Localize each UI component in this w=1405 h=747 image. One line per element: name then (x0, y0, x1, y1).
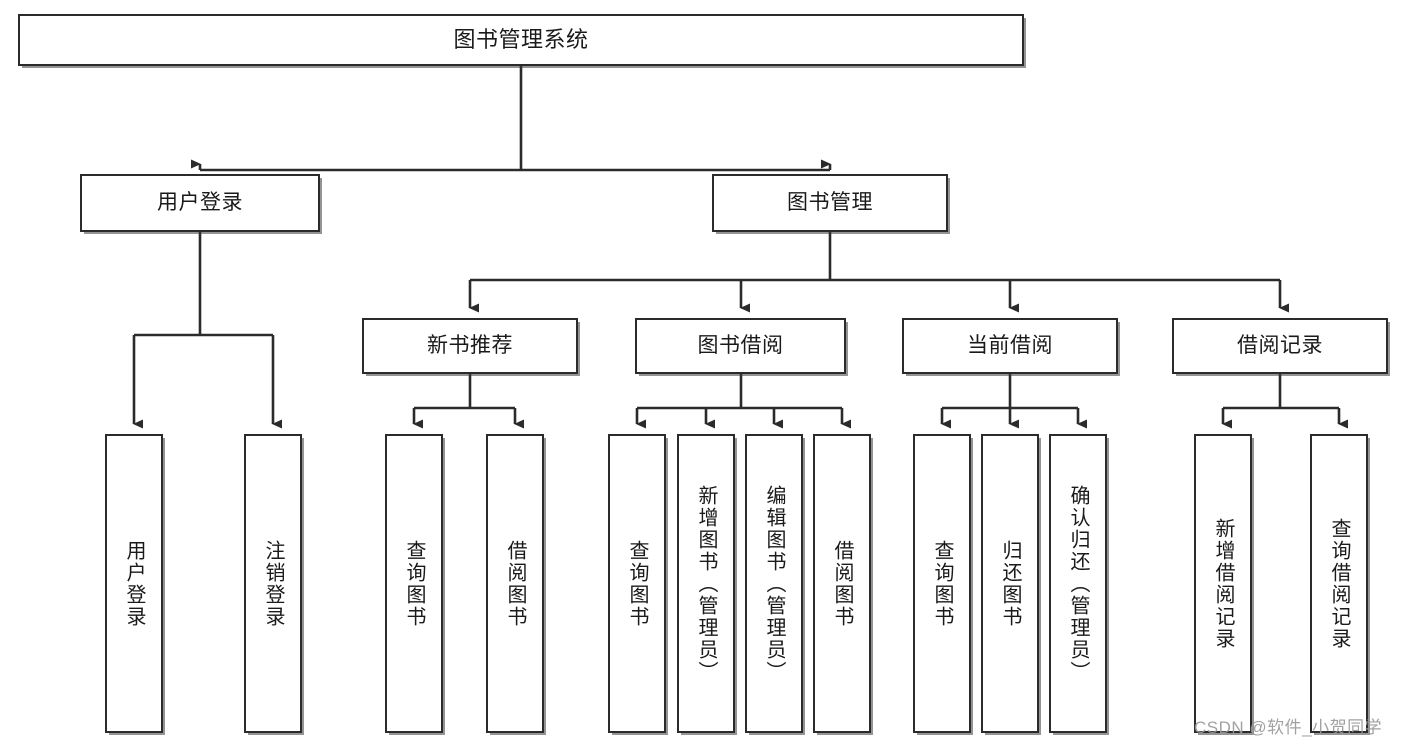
node-current-borrowing[interactable]: 当前借阅 (902, 318, 1118, 374)
node-root[interactable]: 图书管理系统 (18, 14, 1024, 66)
leaf-newbook-query-books-label: 查询图书 (403, 539, 425, 628)
node-new-book-recommendation-label: 新书推荐 (427, 333, 513, 357)
leaf-borrow-query-books-label: 查询图书 (626, 539, 648, 628)
leaf-borrow-edit-book-admin-label: 编辑图书（管理员） (763, 484, 785, 683)
leaf-borrow-borrow-books[interactable]: 借阅图书 (813, 434, 871, 733)
leaf-record-query-record[interactable]: 查询借阅记录 (1310, 434, 1368, 733)
leaf-user-logout[interactable]: 注销登录 (244, 434, 302, 733)
leaf-newbook-borrow-books[interactable]: 借阅图书 (486, 434, 544, 733)
node-book-management[interactable]: 图书管理 (712, 174, 948, 232)
node-book-borrowing[interactable]: 图书借阅 (635, 318, 846, 374)
csdn-watermark: CSDN @软件_小贺同学 (1194, 718, 1383, 737)
leaf-borrow-borrow-books-label: 借阅图书 (831, 539, 853, 628)
node-borrow-records[interactable]: 借阅记录 (1172, 318, 1388, 374)
leaf-record-add-record-label: 新增借阅记录 (1212, 517, 1234, 650)
node-borrow-records-label: 借阅记录 (1237, 333, 1323, 357)
leaf-borrow-add-book-admin[interactable]: 新增图书（管理员） (677, 434, 735, 733)
leaf-newbook-query-books[interactable]: 查询图书 (385, 434, 443, 733)
leaf-borrow-query-books[interactable]: 查询图书 (608, 434, 666, 733)
leaf-current-return-books[interactable]: 归还图书 (981, 434, 1039, 733)
node-user-login[interactable]: 用户登录 (80, 174, 320, 232)
leaf-current-return-books-label: 归还图书 (999, 539, 1021, 628)
leaf-current-query-books[interactable]: 查询图书 (913, 434, 971, 733)
node-new-book-recommendation[interactable]: 新书推荐 (362, 318, 578, 374)
leaf-user-login-label: 用户登录 (123, 539, 145, 628)
leaf-borrow-edit-book-admin[interactable]: 编辑图书（管理员） (745, 434, 803, 733)
leaf-record-query-record-label: 查询借阅记录 (1328, 517, 1350, 650)
leaf-current-confirm-return-admin-label: 确认归还（管理员） (1067, 484, 1089, 683)
leaf-borrow-add-book-admin-label: 新增图书（管理员） (695, 484, 717, 683)
leaf-current-query-books-label: 查询图书 (931, 539, 953, 628)
node-book-management-label: 图书管理 (787, 190, 873, 214)
node-book-borrowing-label: 图书借阅 (697, 333, 784, 357)
node-current-borrowing-label: 当前借阅 (967, 333, 1053, 357)
node-root-label: 图书管理系统 (453, 27, 589, 53)
leaf-current-confirm-return-admin[interactable]: 确认归还（管理员） (1049, 434, 1107, 733)
leaf-record-add-record[interactable]: 新增借阅记录 (1194, 434, 1252, 733)
node-user-login-label: 用户登录 (157, 190, 243, 214)
leaf-user-login[interactable]: 用户登录 (105, 434, 163, 733)
leaf-user-logout-label: 注销登录 (262, 539, 284, 628)
leaf-newbook-borrow-books-label: 借阅图书 (504, 539, 526, 628)
